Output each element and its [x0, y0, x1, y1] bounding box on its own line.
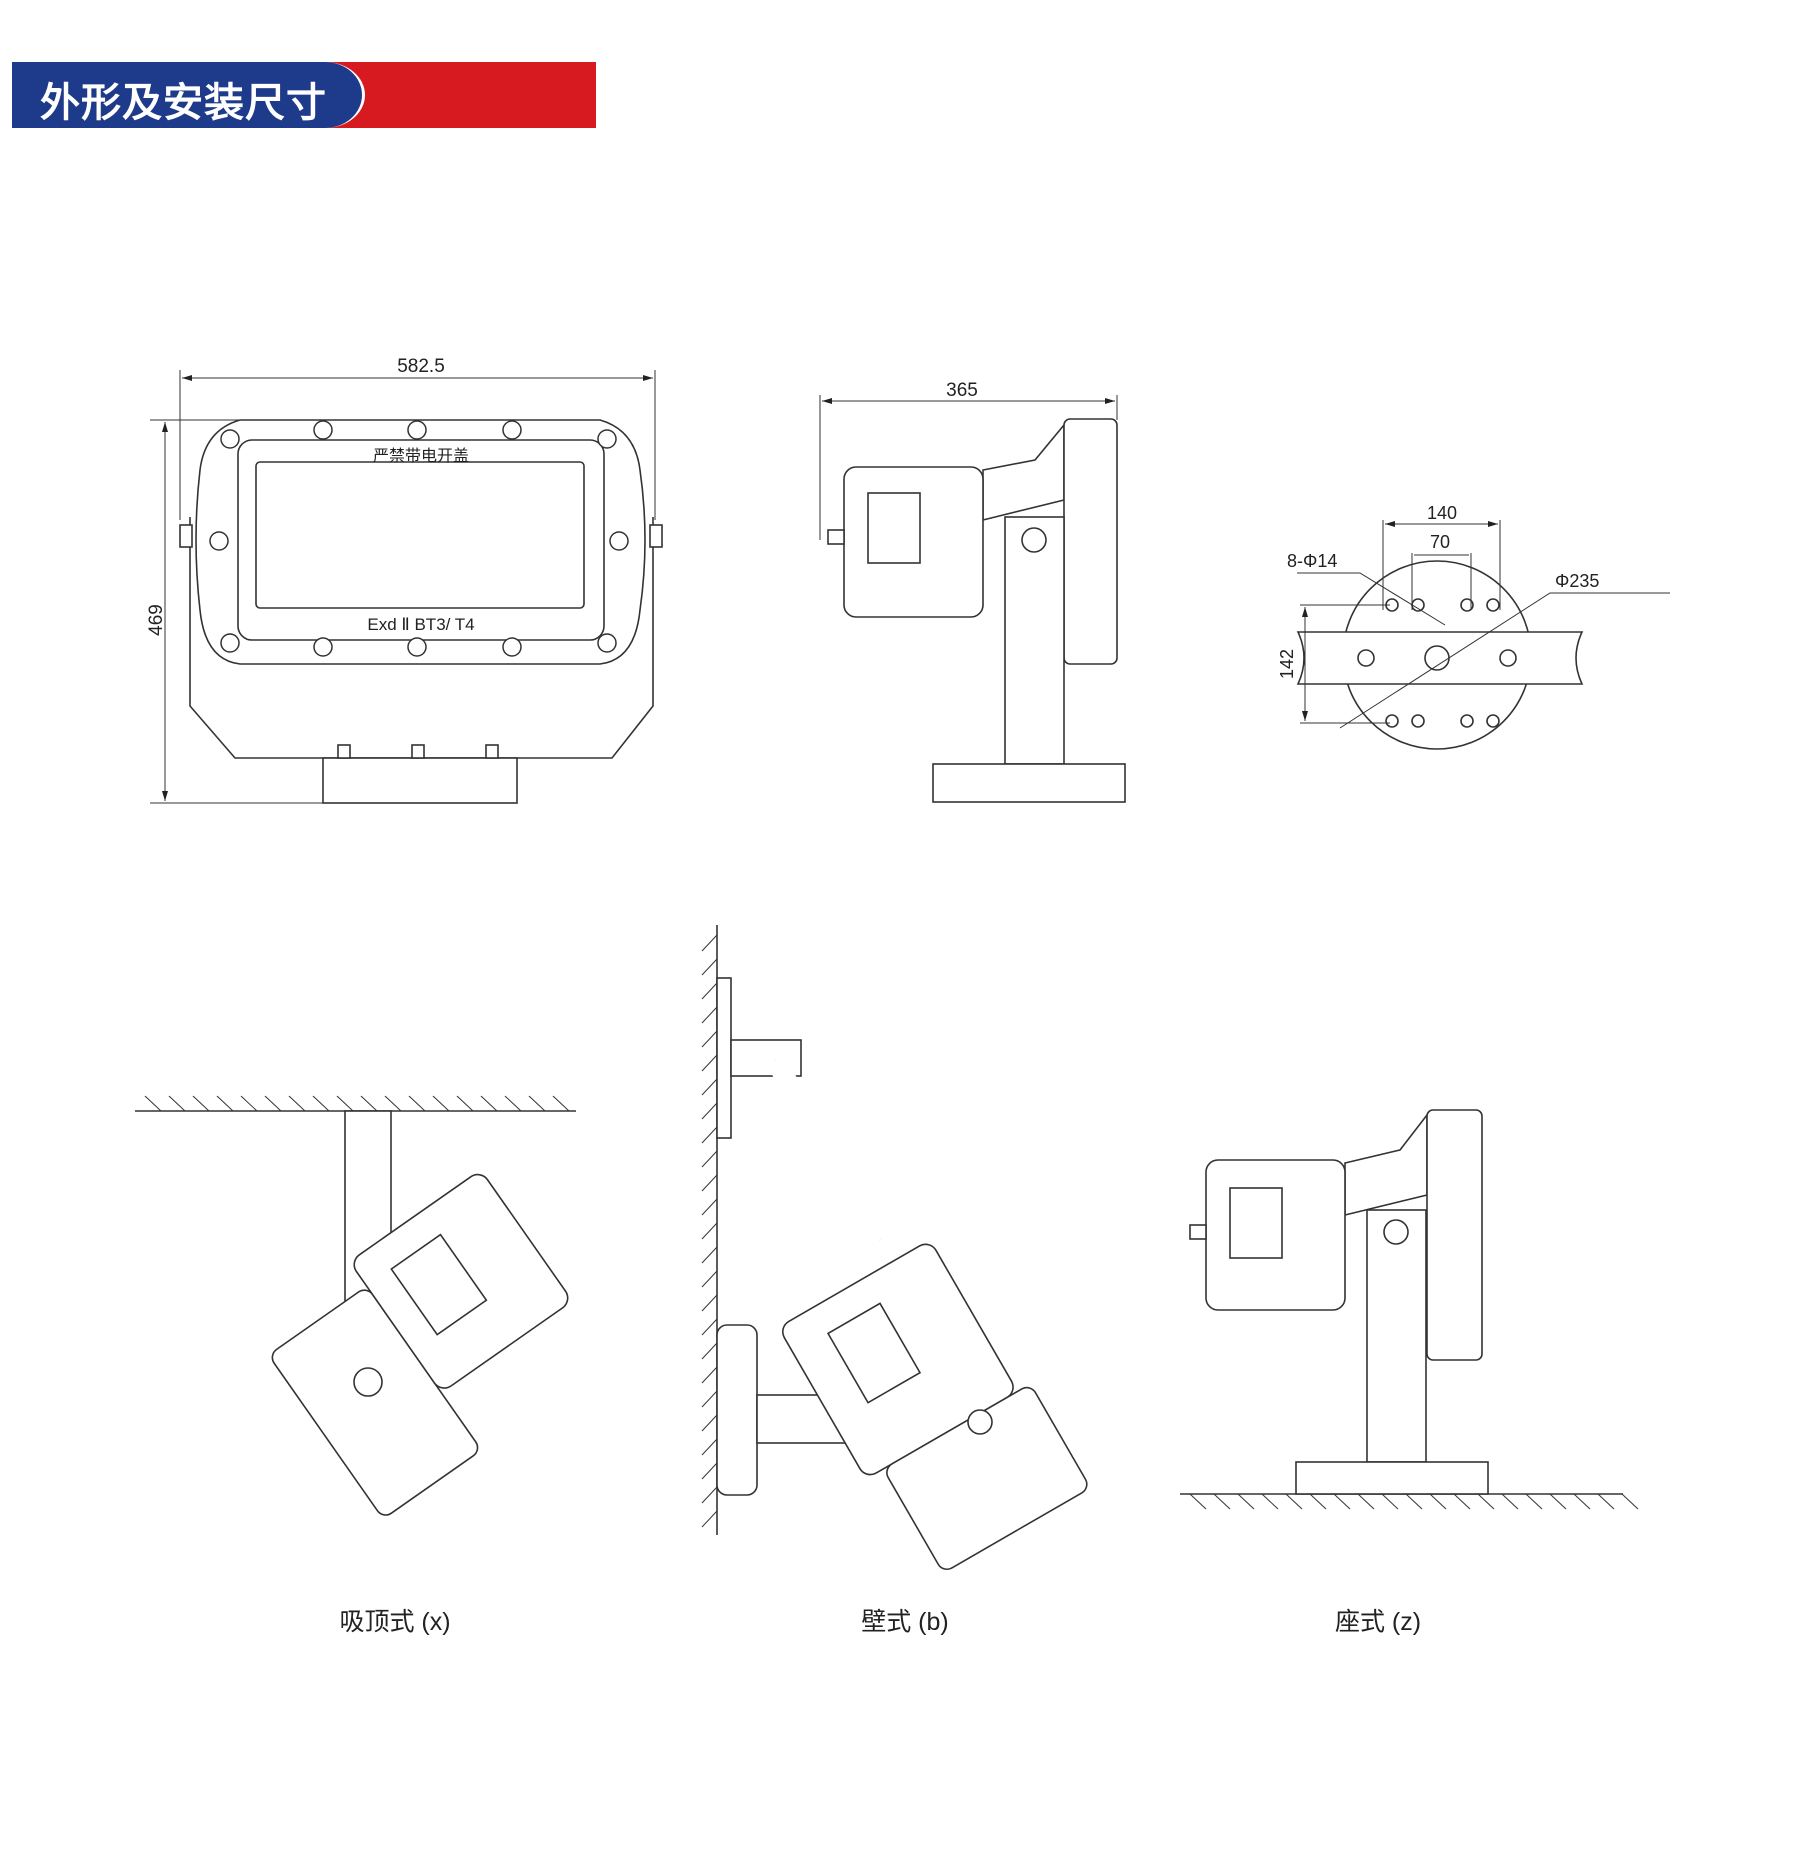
ceiling-mount-drawing [135, 1110, 576, 1516]
wall-hatch [701, 1198, 718, 1216]
section-header: 外形及安装尺寸 [12, 62, 596, 128]
wall-hatch [701, 1318, 718, 1336]
mount-plate-view: 140 70 8-Φ14 Φ235 142 [1277, 503, 1670, 750]
wall-hatch [701, 1462, 718, 1480]
height-dimension: 469 [146, 604, 167, 636]
dim-142: 142 [1277, 649, 1297, 679]
caption-floor-mount: 座式 (z) [1335, 1608, 1421, 1636]
wall-hatch [701, 958, 718, 976]
width-dimension: 582.5 [397, 356, 445, 377]
wall-hatch [701, 1054, 718, 1072]
ceiling-hatch [480, 1095, 498, 1112]
caption-wall-mount: 壁式 (b) [861, 1608, 949, 1636]
ceiling-hatch [456, 1095, 474, 1112]
ceiling-hatch [288, 1095, 306, 1112]
hole-spec: 8-Φ14 [1287, 551, 1337, 571]
floor-hatch [1261, 1493, 1279, 1510]
floor-hatch [1285, 1493, 1303, 1510]
ceiling-hatch [528, 1095, 546, 1112]
ceiling-hatch [312, 1095, 330, 1112]
ceiling-hatch [408, 1095, 426, 1112]
diameter-dim: Φ235 [1555, 571, 1599, 591]
caption-ceiling-mount: 吸顶式 (x) [339, 1608, 450, 1636]
wall-hatch [701, 1150, 718, 1168]
wall-hatch [701, 1390, 718, 1408]
ceiling-hatch [168, 1095, 186, 1112]
floor-hatch [1525, 1493, 1543, 1510]
wall-hatch [701, 1270, 718, 1288]
floor-hatch [1501, 1493, 1519, 1510]
wall-hatch [701, 1414, 718, 1432]
floor-hatch [1549, 1493, 1567, 1510]
ceiling-hatch [240, 1095, 258, 1112]
dim-140: 140 [1427, 503, 1457, 523]
floor-hatch [1333, 1493, 1351, 1510]
floor-hatch [1453, 1493, 1471, 1510]
wall-hatch [701, 1438, 718, 1456]
dim-70: 70 [1430, 532, 1450, 552]
ceiling-hatch [432, 1095, 450, 1112]
floor-hatch [1597, 1493, 1615, 1510]
floor-mount-drawing [1180, 1109, 1623, 1495]
wall-hatch [701, 1246, 718, 1264]
floor-hatch [1237, 1493, 1255, 1510]
ceiling-hatch [144, 1095, 162, 1112]
ceiling-hatch [264, 1095, 282, 1112]
wall-hatch [701, 1126, 718, 1144]
floor-hatch [1381, 1493, 1399, 1510]
floor-hatch [1429, 1493, 1447, 1510]
floor-hatch [1309, 1493, 1327, 1510]
ceiling-hatch [552, 1095, 570, 1112]
wall-hatch [701, 1006, 718, 1024]
wall-hatch [701, 1102, 718, 1120]
wall-hatch [701, 1078, 718, 1096]
wall-hatch [701, 934, 718, 952]
wall-hatch [701, 1222, 718, 1240]
section-title: 外形及安装尺寸 [40, 80, 327, 126]
ceiling-hatch [216, 1095, 234, 1112]
wall-hatch [701, 1510, 718, 1528]
floor-hatch [1477, 1493, 1495, 1510]
depth-dimension: 365 [946, 380, 978, 401]
wall-hatch [701, 982, 718, 1000]
warning-label: 严禁带电开盖 [373, 447, 469, 465]
wall-hatch [701, 1366, 718, 1384]
wall-hatch [701, 1294, 718, 1312]
header-blue-tab: 外形及安装尺寸 [12, 62, 365, 128]
floor-hatch [1573, 1493, 1591, 1510]
floor-hatch [1405, 1493, 1423, 1510]
side-view: 365 [819, 380, 1126, 803]
floor-hatch [1621, 1493, 1639, 1510]
wall-hatch [701, 1174, 718, 1192]
wall-mount-drawing [716, 925, 1088, 1571]
ceiling-hatch [504, 1095, 522, 1112]
floor-hatch [1213, 1493, 1231, 1510]
floor-hatch [1357, 1493, 1375, 1510]
wall-hatch [701, 1342, 718, 1360]
wall-hatch [701, 1030, 718, 1048]
front-view: 582.5 469 严禁带电开盖 Exd Ⅱ BT3/ T4 [146, 356, 663, 804]
ceiling-hatch [192, 1095, 210, 1112]
ceiling-hatch [360, 1095, 378, 1112]
ceiling-hatch [384, 1095, 402, 1112]
ceiling-hatch [336, 1095, 354, 1112]
floor-hatch [1189, 1493, 1207, 1510]
ex-rating-label: Exd Ⅱ BT3/ T4 [367, 615, 474, 634]
wall-hatch [701, 1486, 718, 1504]
